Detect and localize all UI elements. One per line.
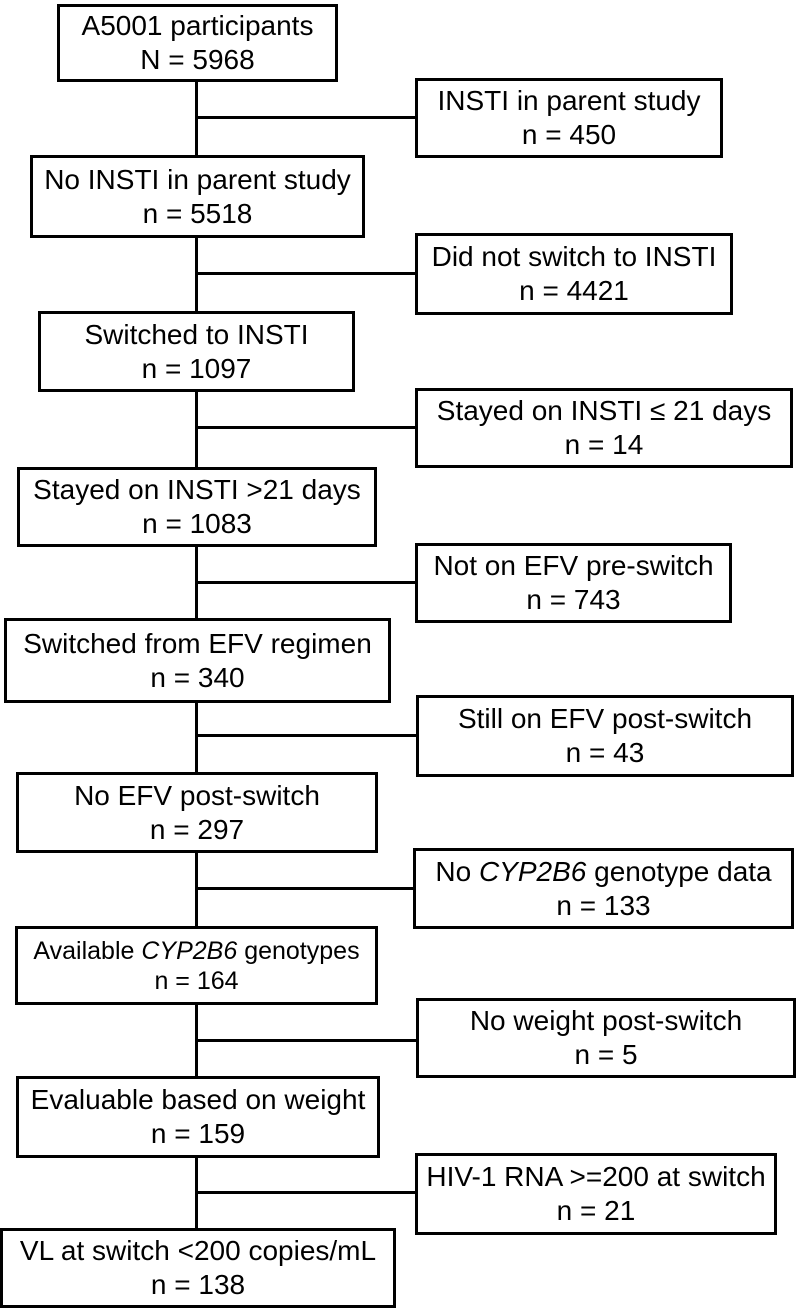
box-label: No INSTI in parent study xyxy=(44,163,351,195)
box-count: n = 297 xyxy=(149,813,245,845)
box-label: Available CYP2B6 genotypes xyxy=(33,936,360,965)
exclusion-box-no-weight-post-switch: No weight post-switch n = 5 xyxy=(416,998,796,1078)
box-count: n = 43 xyxy=(565,737,645,768)
box-count: n = 450 xyxy=(521,119,617,150)
box-count: n = 743 xyxy=(526,584,621,615)
box-label: Stayed on INSTI ≤ 21 days xyxy=(436,395,772,427)
box-label: Evaluable based on weight xyxy=(30,1084,366,1116)
box-label: Still on EFV post-switch xyxy=(457,703,753,735)
flow-box-switched-to-insti: Switched to INSTI n = 1097 xyxy=(38,311,355,392)
box-label: VL at switch <200 copies/mL xyxy=(19,1235,377,1267)
flow-box-switched-from-efv-regimen: Switched from EFV regimen n = 340 xyxy=(4,618,391,703)
box-label: Switched to INSTI xyxy=(84,318,309,350)
flow-box-a5001-participants: A5001 participants N = 5968 xyxy=(57,4,338,82)
exclusion-connector-line-6 xyxy=(196,887,416,890)
flow-box-no-insti-parent-study: No INSTI in parent study n = 5518 xyxy=(30,155,365,238)
exclusion-connector-line-5 xyxy=(196,734,416,737)
box-count: n = 1083 xyxy=(142,508,252,539)
box-label: A5001 participants xyxy=(81,10,314,42)
box-count: n = 5518 xyxy=(142,197,253,229)
flow-box-stayed-on-insti: Stayed on INSTI >21 days n = 1083 xyxy=(17,467,377,547)
flow-box-vl-at-switch: VL at switch <200 copies/mL n = 138 xyxy=(0,1228,396,1308)
box-count: n = 14 xyxy=(564,429,644,460)
box-count: n = 21 xyxy=(556,1195,636,1226)
flow-box-no-efv-post-switch: No EFV post-switch n = 297 xyxy=(16,772,378,853)
exclusion-box-stayed-on-insti-21-days-or-less: Stayed on INSTI ≤ 21 days n = 14 xyxy=(415,388,793,468)
exclusion-box-no-cyp2b6-genotype-data: No CYP2B6 genotype data n = 133 xyxy=(413,848,794,929)
exclusion-connector-line-3 xyxy=(196,426,416,429)
box-count: n = 340 xyxy=(150,661,245,693)
exclusion-connector-line-4 xyxy=(196,581,416,584)
box-count: n = 164 xyxy=(154,966,239,995)
box-label: HIV-1 RNA >=200 at switch xyxy=(426,1161,766,1193)
box-count: n = 5 xyxy=(574,1039,638,1070)
box-label: Not on EFV pre-switch xyxy=(433,550,714,582)
box-label: No CYP2B6 genotype data xyxy=(435,855,772,887)
exclusion-box-still-on-efv-post-switch: Still on EFV post-switch n = 43 xyxy=(416,695,794,777)
box-label: No EFV post-switch xyxy=(74,779,320,811)
exclusion-box-did-not-switch-to-insti: Did not switch to INSTI n = 4421 xyxy=(415,233,733,315)
box-count: n = 4421 xyxy=(519,275,629,306)
box-label: INSTI in parent study xyxy=(437,85,701,117)
exclusion-box-insti-in-parent-study: INSTI in parent study n = 450 xyxy=(415,78,723,158)
box-count: n = 133 xyxy=(556,889,651,921)
exclusion-box-not-on-efv-pre-switch: Not on EFV pre-switch n = 743 xyxy=(415,543,732,623)
box-label: Stayed on INSTI >21 days xyxy=(33,474,361,506)
box-count: N = 5968 xyxy=(140,44,255,75)
box-count: n = 1097 xyxy=(141,352,252,384)
flow-box-available-cyp2b6-genotypes: Available CYP2B6 genotypes n = 164 xyxy=(15,926,378,1005)
box-count: n = 159 xyxy=(150,1118,246,1149)
exclusion-connector-line-7 xyxy=(196,1039,416,1042)
exclusion-connector-line-8 xyxy=(196,1191,416,1194)
exclusion-connector-line-2 xyxy=(196,272,416,275)
exclusion-connector-line-1 xyxy=(196,116,416,119)
exclusion-box-hiv1-rna-200-at-switch: HIV-1 RNA >=200 at switch n = 21 xyxy=(415,1153,777,1235)
box-label: No weight post-switch xyxy=(469,1005,743,1037)
box-count: n = 138 xyxy=(150,1269,246,1300)
flow-box-evaluable-based-on-weight: Evaluable based on weight n = 159 xyxy=(16,1076,380,1158)
box-label: Switched from EFV regimen xyxy=(23,627,372,659)
box-label: Did not switch to INSTI xyxy=(431,241,717,273)
